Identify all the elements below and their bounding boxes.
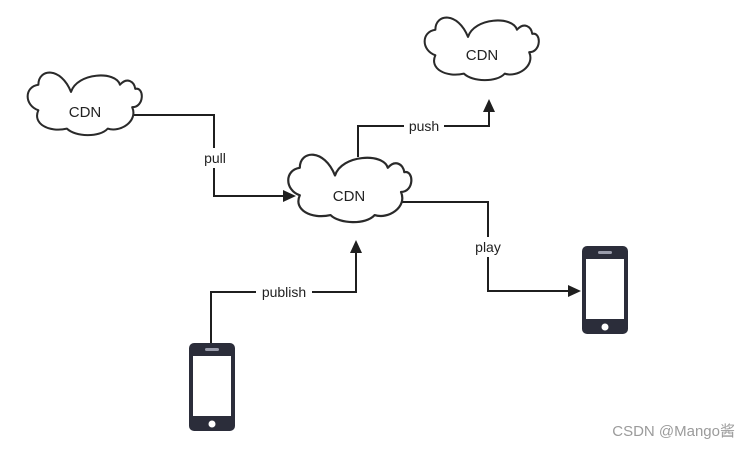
- edge-label-pull: pull: [200, 148, 230, 168]
- edge-label-play: play: [471, 237, 505, 257]
- svg-text:pull: pull: [204, 150, 226, 166]
- player-phone: [582, 246, 628, 334]
- publish-arrowhead: [350, 240, 362, 253]
- edge-label-push: push: [404, 117, 444, 136]
- cdn-label-top: CDN: [466, 47, 499, 64]
- svg-text:publish: publish: [262, 284, 306, 300]
- smartphone-icon: [189, 343, 235, 431]
- pull-arrowhead: [283, 190, 296, 202]
- play-arrowhead: [568, 285, 581, 297]
- smartphone-icon: [582, 246, 628, 334]
- edge-label-publish: publish: [256, 283, 312, 302]
- publisher-phone: [189, 343, 235, 431]
- push-arrowhead: [483, 99, 495, 112]
- svg-text:push: push: [409, 118, 439, 134]
- cdn-cloud-center: CDN: [287, 153, 413, 224]
- cdn-cloud-left: CDN: [26, 71, 143, 137]
- cdn-label-left: CDN: [69, 104, 102, 121]
- svg-text:play: play: [475, 239, 501, 255]
- watermark-text: CSDN @Mango酱: [612, 423, 735, 440]
- cdn-label-center: CDN: [333, 188, 366, 205]
- cdn-cloud-top: CDN: [423, 16, 540, 82]
